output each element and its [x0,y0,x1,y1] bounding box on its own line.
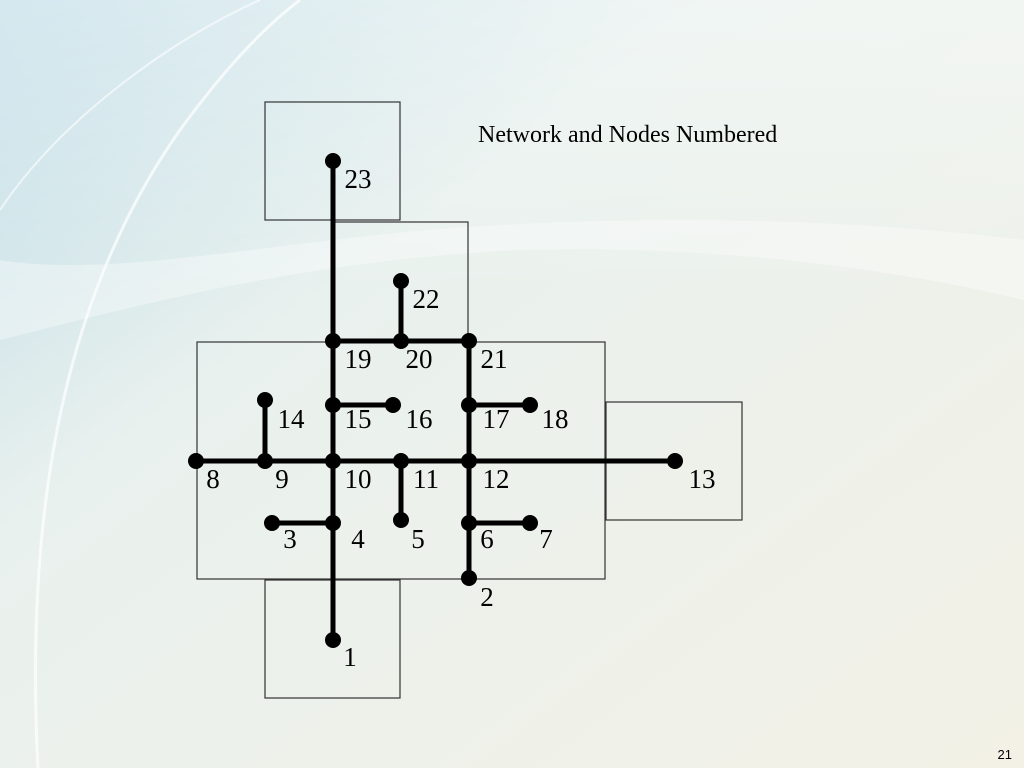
node-12 [461,453,477,469]
node-label-18: 18 [542,404,569,434]
node-3 [264,515,280,531]
node-label-7: 7 [539,524,553,554]
node-label-22: 22 [413,284,440,314]
node-label-21: 21 [481,344,508,374]
node-8 [188,453,204,469]
node-label-17: 17 [483,404,510,434]
node-label-16: 16 [406,404,433,434]
node-10 [325,453,341,469]
node-label-8: 8 [206,464,220,494]
node-label-14: 14 [278,404,306,434]
network-nodes [188,153,683,648]
node-label-19: 19 [345,344,372,374]
node-20 [393,333,409,349]
node-19 [325,333,341,349]
node-label-10: 10 [345,464,372,494]
node-22 [393,273,409,289]
node-label-9: 9 [275,464,289,494]
node-label-2: 2 [480,582,494,612]
node-label-12: 12 [483,464,510,494]
node-1 [325,632,341,648]
node-15 [325,397,341,413]
node-17 [461,397,477,413]
node-18 [522,397,538,413]
node-5 [393,512,409,528]
node-label-4: 4 [351,524,365,554]
node-9 [257,453,273,469]
node-21 [461,333,477,349]
node-label-6: 6 [480,524,494,554]
node-label-23: 23 [345,164,372,194]
node-label-11: 11 [413,464,439,494]
node-7 [522,515,538,531]
slide-number: 21 [997,747,1012,762]
node-label-3: 3 [283,524,297,554]
node-23 [325,153,341,169]
diagram-title: Network and Nodes Numbered [478,122,778,148]
node-13 [667,453,683,469]
node-label-5: 5 [411,524,425,554]
network-edges [196,161,675,640]
node-11 [393,453,409,469]
node-4 [325,515,341,531]
node-2 [461,570,477,586]
node-16 [385,397,401,413]
node-14 [257,392,273,408]
node-label-20: 20 [406,344,433,374]
node-label-13: 13 [689,464,716,494]
node-label-15: 15 [345,404,372,434]
node-6 [461,515,477,531]
node-label-1: 1 [343,642,357,672]
